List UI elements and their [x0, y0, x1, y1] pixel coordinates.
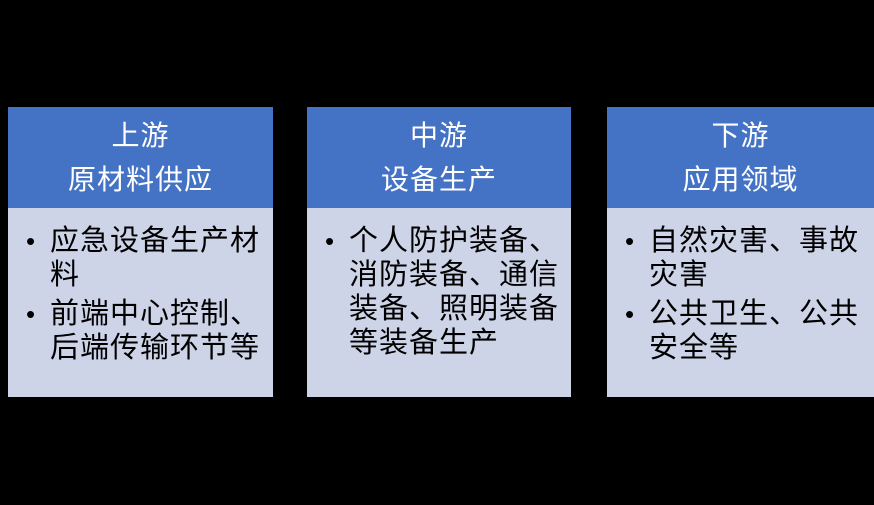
bullet-item: 前端中心控制、后端传输环节等 [24, 297, 265, 365]
column-upstream-header: 上游 原材料供应 [8, 107, 273, 208]
column-downstream: 下游 应用领域 自然灾害、事故灾害公共卫生、公共安全等 [607, 107, 874, 397]
column-upstream: 上游 原材料供应 应急设备生产材料前端中心控制、后端传输环节等 [8, 107, 273, 397]
bullet-item: 公共卫生、公共安全等 [623, 297, 866, 365]
stage-subtitle: 应用领域 [682, 163, 799, 195]
stage-title: 下游 [711, 119, 770, 151]
column-midstream: 中游 设备生产 个人防护装备、消防装备、通信装备、照明装备等装备生产 [307, 107, 571, 397]
stage-subtitle: 原材料供应 [67, 163, 213, 195]
column-downstream-header: 下游 应用领域 [607, 107, 874, 208]
stage-subtitle: 设备生产 [380, 163, 497, 195]
column-midstream-header: 中游 设备生产 [307, 107, 571, 208]
column-upstream-bullets: 应急设备生产材料前端中心控制、后端传输环节等 [8, 208, 273, 397]
stage-title: 上游 [111, 119, 170, 151]
bullet-item: 应急设备生产材料 [24, 224, 265, 292]
stage-title: 中游 [409, 119, 468, 151]
column-midstream-bullets: 个人防护装备、消防装备、通信装备、照明装备等装备生产 [307, 208, 571, 397]
bullet-item: 自然灾害、事故灾害 [623, 224, 866, 292]
column-downstream-bullets: 自然灾害、事故灾害公共卫生、公共安全等 [607, 208, 874, 397]
bullet-item: 个人防护装备、消防装备、通信装备、照明装备等装备生产 [323, 224, 563, 360]
